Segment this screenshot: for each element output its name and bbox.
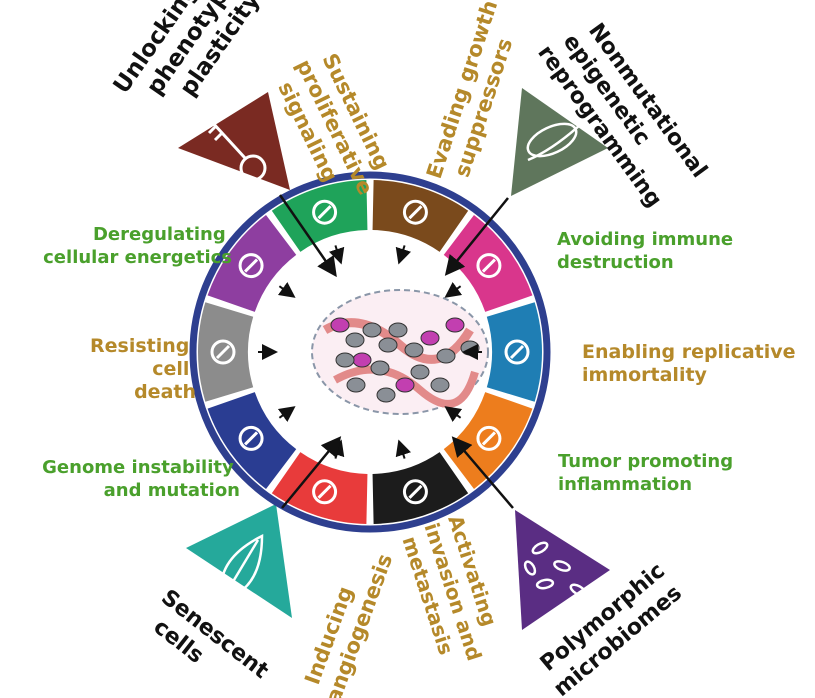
pacman-icon xyxy=(476,253,502,279)
tumor-cell xyxy=(376,387,396,403)
inner-arrow xyxy=(395,245,411,265)
tumor-cell xyxy=(404,342,424,358)
tumor-cell xyxy=(352,352,372,368)
tumor-cell xyxy=(388,322,408,338)
label-angiogenesis: Inducing angiogenesis xyxy=(297,542,397,698)
tumor-cell xyxy=(420,330,440,346)
arrow-epigenetic xyxy=(444,197,509,276)
arrow-microbiome xyxy=(451,436,514,509)
bacteria-icon xyxy=(523,541,587,597)
tumor-cell xyxy=(378,337,398,353)
atom-icon xyxy=(238,253,264,279)
leaf-outline-icon xyxy=(526,122,581,162)
inner-arrow xyxy=(329,245,345,265)
tumor-cell xyxy=(395,377,415,393)
label-energetics: Deregulating cellular energetics xyxy=(43,224,232,268)
tumor-cell xyxy=(445,317,465,333)
inner-arrow xyxy=(444,406,463,422)
tumor-cell xyxy=(410,364,430,380)
arrow-senescent xyxy=(281,436,342,509)
tumor-cell xyxy=(430,377,450,393)
tumor-cell xyxy=(362,322,382,338)
tumor-illustration xyxy=(311,289,489,415)
inner-arrow xyxy=(277,406,296,422)
prohibited-icon xyxy=(402,199,428,225)
epigenetic-reprogramming-wedge xyxy=(511,88,608,196)
label-growth: Evading growth suppressors xyxy=(422,0,529,190)
segment-immune xyxy=(443,214,533,312)
outer-arrows xyxy=(278,194,514,509)
inner-arrow xyxy=(395,439,411,459)
segment-angiogenesis xyxy=(271,452,368,524)
label-immune: Avoiding immune destruction xyxy=(557,229,739,273)
leaf-icon xyxy=(219,533,264,602)
tumor-cell xyxy=(345,332,365,348)
infinity-icon xyxy=(504,339,530,365)
vessel-icon xyxy=(312,479,338,505)
inner-arrow xyxy=(444,282,463,298)
label-senescent: Senescent cells xyxy=(139,585,279,698)
senescent-cells-wedge xyxy=(186,504,292,618)
cross-icon xyxy=(210,339,236,365)
tumor-cell xyxy=(346,377,366,393)
arrow-phenotypic xyxy=(278,194,337,278)
arrow-up-right-icon xyxy=(312,199,338,225)
segment-replicative xyxy=(486,302,542,402)
tumor-cell xyxy=(436,348,456,364)
segment-genome xyxy=(207,392,297,490)
segment-cell-death xyxy=(197,302,254,402)
tumor-cell xyxy=(335,352,355,368)
tumor-cell xyxy=(370,360,390,376)
phenotypic-plasticity-wedge xyxy=(178,92,290,190)
fire-icon xyxy=(476,425,502,451)
inner-arrow xyxy=(277,282,296,298)
dna-icon xyxy=(238,425,264,451)
label-replicative: Enabling replicative immortality xyxy=(582,341,802,386)
hallmark-ring xyxy=(197,180,542,524)
label-genome: Genome instability and mutation xyxy=(42,457,240,501)
segment-growth-suppressors xyxy=(372,180,469,252)
tumor-cell xyxy=(330,317,350,333)
label-cell-death: Resisting cell death xyxy=(90,335,196,403)
label-invasion: Activating invasion and metastasis xyxy=(396,512,513,678)
polymorphic-microbiomes-wedge xyxy=(515,510,610,630)
key-icon xyxy=(207,120,267,182)
label-inflammation: Tumor promoting inflammation xyxy=(558,451,739,495)
crab-icon xyxy=(402,479,428,505)
